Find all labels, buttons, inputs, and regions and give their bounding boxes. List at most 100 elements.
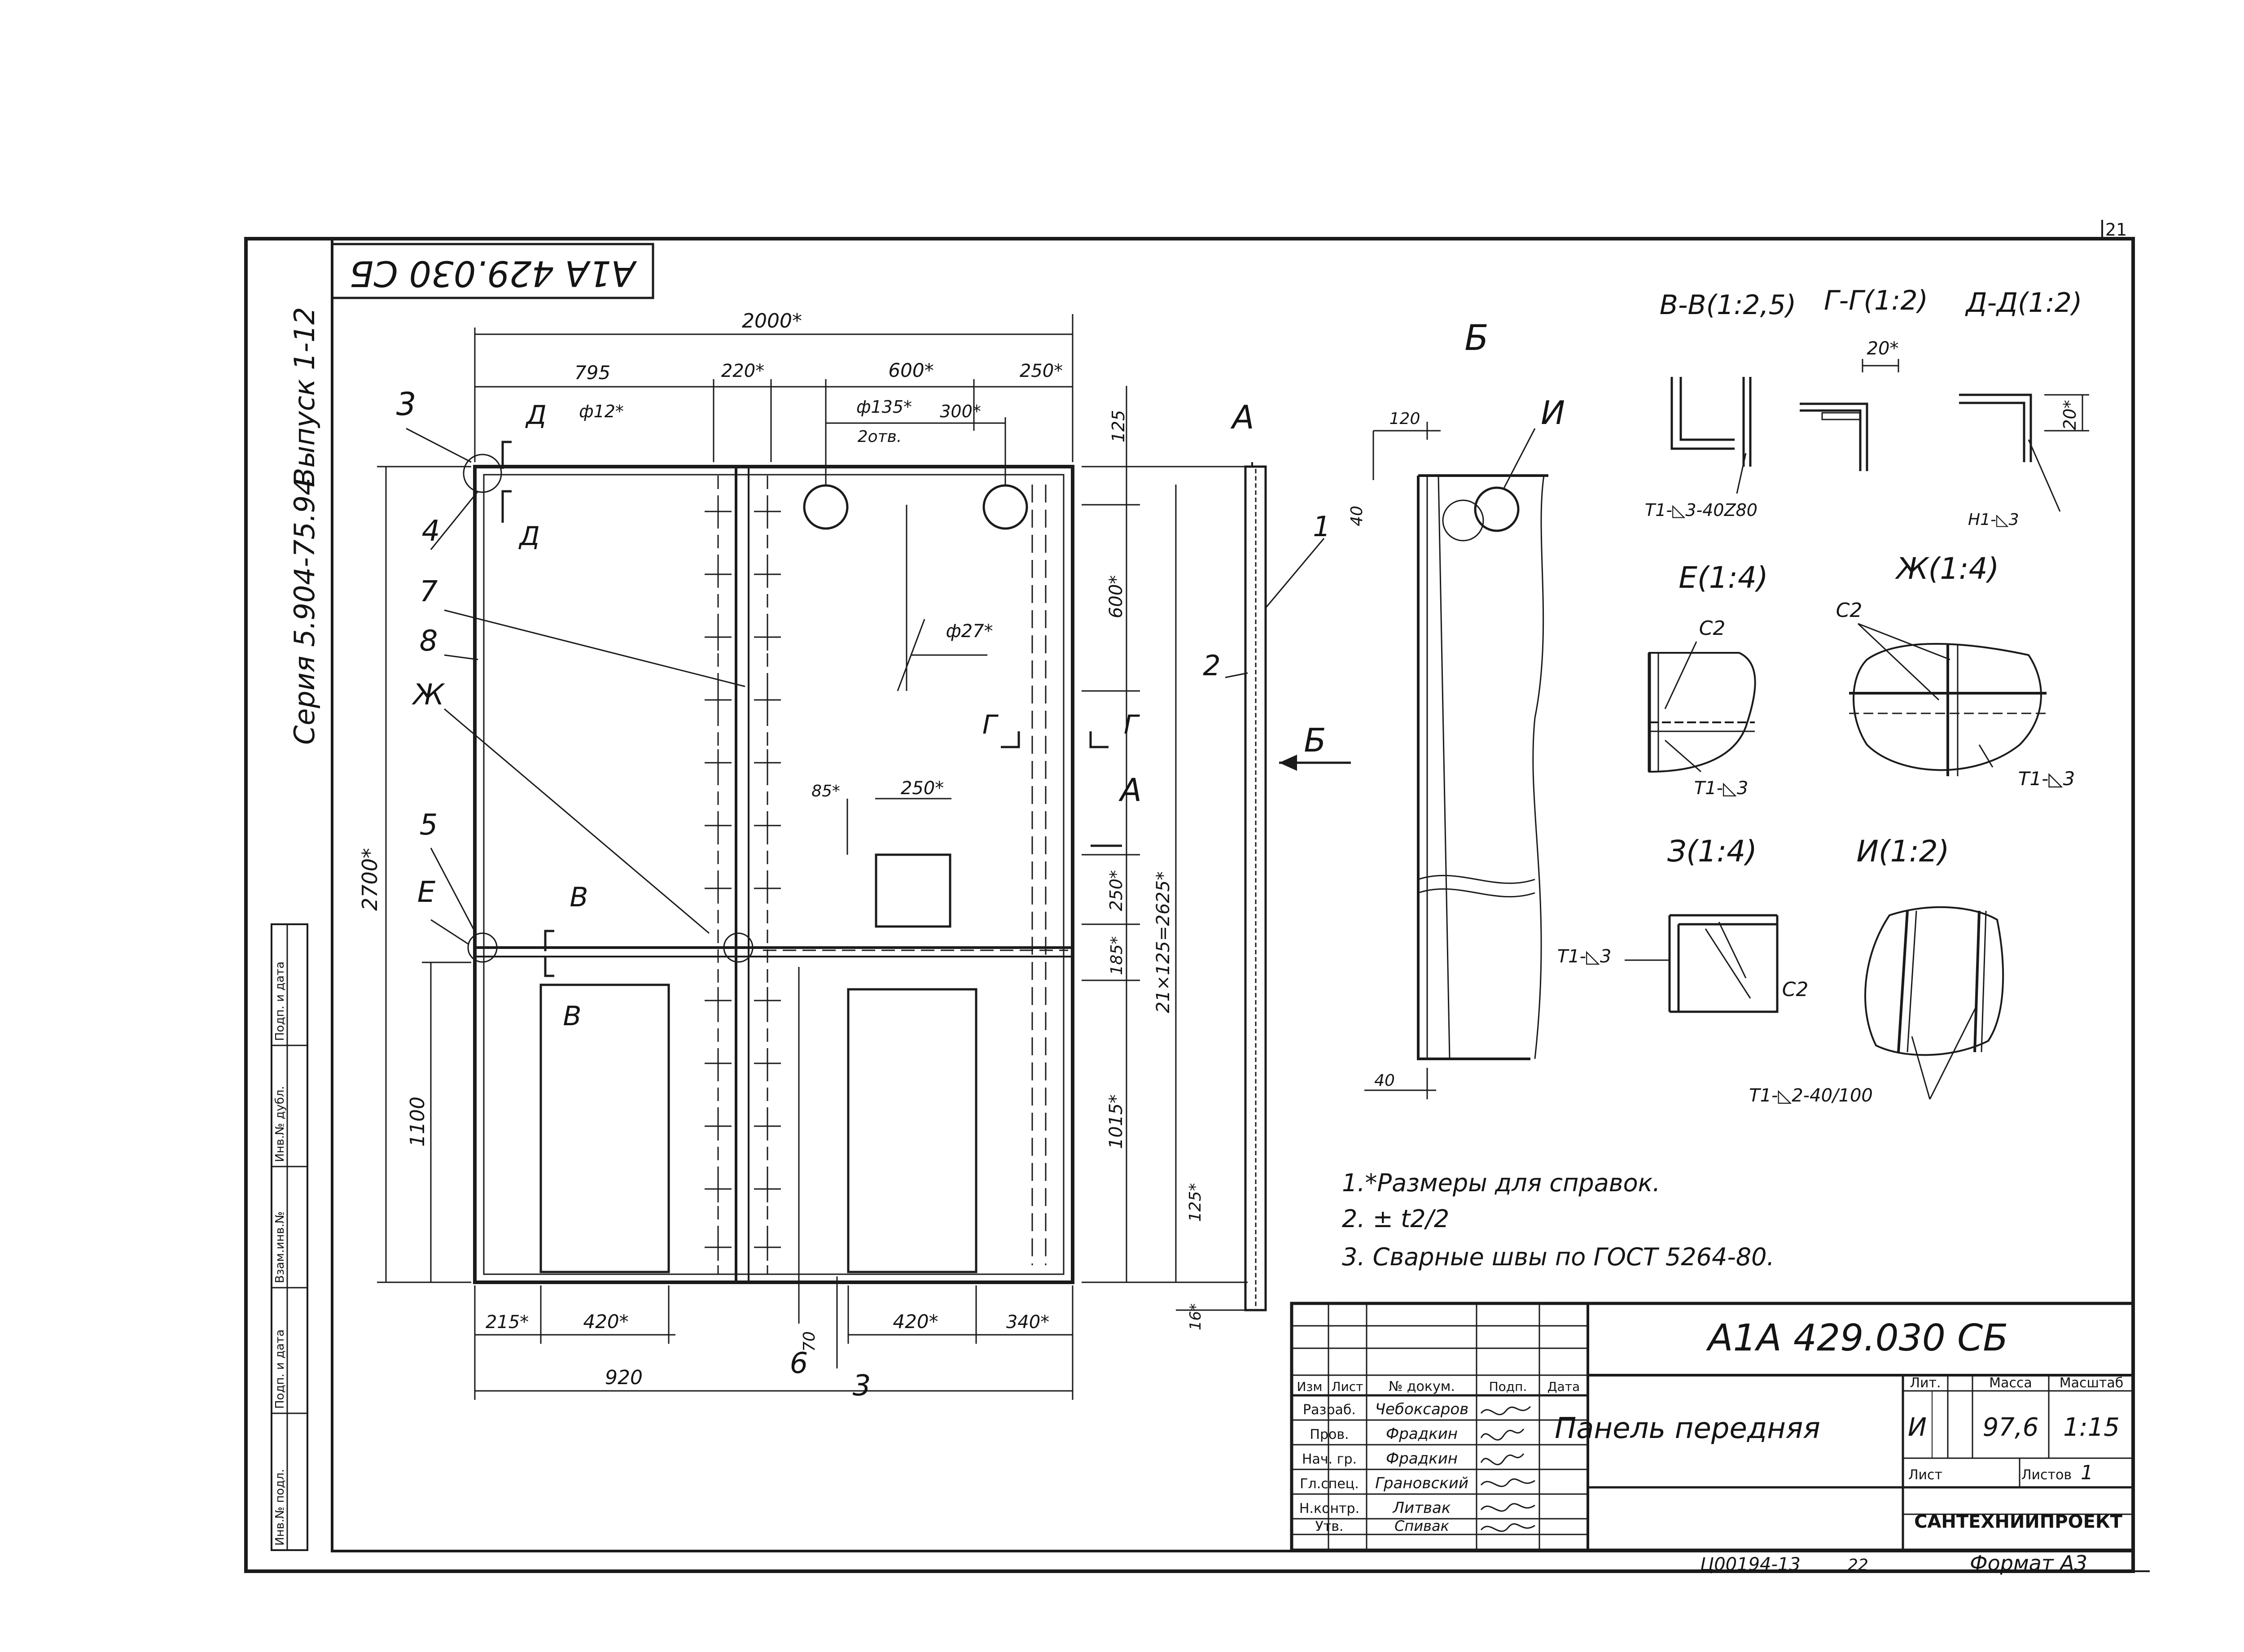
bottom-code-2: 22: [1848, 1556, 1868, 1574]
detail-gg-title: Г-Г(1:2): [1824, 285, 1928, 316]
page-number: 21: [2105, 220, 2127, 240]
dim-phi135: ф135*: [856, 397, 912, 417]
mass-value: 97,6: [1983, 1413, 2039, 1442]
dim-1100: 1100: [406, 1097, 429, 1147]
dim-2000: 2000*: [742, 310, 802, 332]
z-weld: Т1-◺3: [1557, 946, 1612, 967]
bottom-strip: Ц00194-13 22 Формат А3: [1700, 1551, 2087, 1575]
section-g-left: Г: [982, 709, 999, 740]
leader-7: 7: [420, 575, 438, 608]
scale-label: Масштаб: [2060, 1375, 2124, 1391]
side-arrow-b: Б: [1304, 721, 1326, 759]
dim-70: 70: [800, 1331, 819, 1352]
e-c2: С2: [1699, 617, 1726, 640]
hdr-date: Дата: [1547, 1379, 1580, 1394]
section-a-arrow: А: [1118, 772, 1142, 809]
dim-215: 215*: [486, 1312, 529, 1333]
dim-1015: 1015*: [1106, 1094, 1126, 1149]
dim-185: 185*: [1108, 936, 1126, 975]
hdr-doc: № докум.: [1389, 1379, 1455, 1394]
dim-holes: 2отв.: [858, 428, 902, 446]
stamp-cell-3: Взам.инв.№: [273, 1211, 287, 1283]
name-5: Литвак: [1392, 1499, 1451, 1517]
detail-i-title: И(1:2): [1856, 834, 1949, 869]
issue-text: Выпуск 1-12: [288, 307, 321, 487]
title-name: Панель передняя: [1555, 1412, 1820, 1445]
dim-dd: 20*: [2060, 400, 2080, 430]
name-4: Грановский: [1375, 1474, 1468, 1492]
section-details: В-В(1:2,5) Г-Г(1:2) Д-Д(1:2) Т1-◺3-40Z80…: [1557, 285, 2089, 1106]
dim-795: 795: [574, 362, 610, 384]
role-4: Гл.спец.: [1300, 1476, 1359, 1492]
dim-920: 920: [605, 1366, 643, 1389]
sheet-frame: 21: [244, 220, 2150, 1573]
detail-dd-title: Д-Д(1:2): [1965, 287, 2082, 319]
sheets-value: 1: [2081, 1461, 2093, 1484]
leader-zh: Ж: [412, 678, 446, 712]
signatures: [1480, 1406, 1535, 1532]
view-b-title: Б: [1464, 318, 1489, 358]
zh-c2: С2: [1836, 599, 1863, 622]
leader-4: 4: [422, 515, 440, 548]
lit-label: Лит.: [1910, 1375, 1941, 1391]
dim-420-left: 420*: [583, 1311, 628, 1333]
note-2: 2. ± t2/2: [1342, 1205, 1449, 1233]
dim-2700: 2700*: [358, 848, 382, 911]
side-view-a: А 1 2 Б: [1176, 398, 1351, 1311]
hdr-sign: Подп.: [1489, 1379, 1527, 1394]
section-d-top: Д: [525, 400, 546, 430]
hdr-list: Лист: [1332, 1379, 1363, 1394]
dim-85: 85*: [811, 782, 840, 800]
notes: 1.*Размеры для справок. 2. ± t2/2 3. Сва…: [1342, 1169, 1775, 1271]
name-1: Чебоксаров: [1375, 1400, 1468, 1418]
leader-3-bottom: 3: [853, 1369, 871, 1403]
side-pos-1: 1: [1313, 510, 1330, 543]
format-label: Формат А3: [1970, 1551, 2087, 1575]
role-2: Пров.: [1310, 1427, 1349, 1442]
dim-600-right: 600*: [1106, 575, 1126, 618]
organization: САНТЕХНИИПРОЕКТ: [1914, 1512, 2122, 1532]
sheets-label: Листов: [2021, 1467, 2072, 1483]
doc-code-box: А1А 429.030 СБ: [331, 243, 654, 299]
title-block: А1А 429.030 СБ Панель передняя Изм Лист …: [1290, 1302, 2135, 1552]
leader-e: Е: [417, 876, 436, 909]
i-weld: Т1-◺2-40/100: [1749, 1085, 1873, 1106]
role-5: Н.контр.: [1299, 1501, 1359, 1517]
detail-z-title: З(1:4): [1667, 834, 1757, 869]
doc-code-rotated: А1А 429.030 СБ: [350, 253, 637, 293]
name-6: Спивак: [1394, 1517, 1450, 1534]
dim-phi12: ф12*: [579, 402, 624, 421]
stamp-cell-4: Подп. и дата: [273, 1329, 287, 1409]
role-6: Утв.: [1315, 1519, 1344, 1534]
dim-16: 16*: [1187, 1303, 1205, 1330]
front-view: [463, 454, 1074, 1284]
stamp-cell-1: Подп. и дата: [273, 961, 287, 1041]
view-b-dim-40-top: 40: [1348, 506, 1366, 526]
dim-250-inner: 250*: [901, 778, 944, 799]
weld-vv: Т1-◺3-40Z80: [1645, 500, 1758, 520]
margin-stamp: Подп. и дата Инв.№ дубл. Взам.инв.№ Подп…: [271, 923, 308, 1551]
view-b-dim-40-bottom: 40: [1374, 1071, 1395, 1090]
section-markers: [501, 441, 1122, 977]
dim-gg: 20*: [1867, 338, 1899, 359]
mass-label: Масса: [1989, 1375, 2032, 1391]
name-2: Фрадкин: [1386, 1425, 1458, 1443]
detail-e-title: Е(1:4): [1679, 560, 1768, 595]
series-label: Серия 5.904-75.94 Выпуск 1-12: [288, 307, 321, 745]
detail-vv-title: В-В(1:2,5): [1660, 289, 1797, 321]
leader-3-top: 3: [396, 386, 416, 423]
dim-600-top: 600*: [888, 359, 934, 381]
dim-220: 220*: [721, 361, 764, 381]
stamp-cell-2: Инв.№ дубл.: [273, 1086, 287, 1162]
title-doc-number: А1А 429.030 СБ: [1705, 1317, 2008, 1359]
zh-weld: Т1-◺3: [2018, 768, 2075, 790]
side-pos-2: 2: [1203, 649, 1220, 682]
dim-125-right: 125: [1109, 410, 1128, 443]
leader-lines: [406, 428, 838, 1368]
leader-5: 5: [420, 809, 438, 842]
stamp-cell-5: Инв.№ подл.: [273, 1469, 287, 1546]
leader-6: 6: [790, 1347, 808, 1380]
note-3: 3. Сварные швы по ГОСТ 5264-80.: [1342, 1243, 1775, 1271]
leader-8: 8: [420, 625, 438, 658]
